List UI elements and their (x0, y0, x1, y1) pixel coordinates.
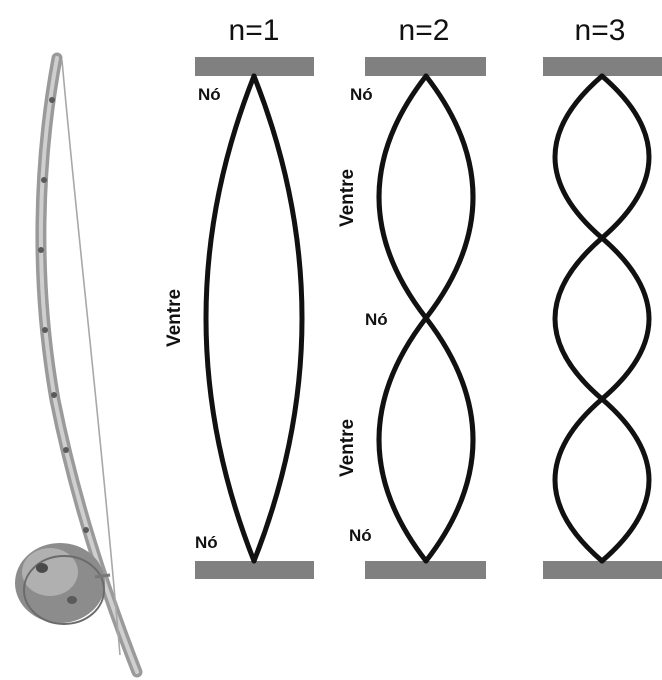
ventre-label-n2-top: Ventre (337, 169, 358, 227)
wave-n2-b (379, 76, 473, 561)
node-label-n2-bottom: Nó (349, 526, 372, 545)
mode-title-n3: n=3 (575, 14, 626, 47)
berimbau-icon (15, 58, 137, 672)
node-label-n1-top: Nó (198, 85, 221, 104)
node-label-n1-bottom: Nó (195, 533, 218, 552)
node-label-n2-top: Nó (350, 85, 373, 104)
node-label-n2-middle: Nó (365, 310, 388, 329)
support-bottom-n2 (365, 561, 486, 579)
support-top-n3 (543, 57, 662, 76)
ventre-label-n2-bottom: Ventre (337, 419, 358, 477)
ventre-label-n1: Ventre (164, 289, 185, 347)
mode-title-n1: n=1 (229, 14, 280, 47)
wave-n1-right (254, 76, 302, 561)
wave-n3-b (555, 76, 649, 561)
mode-title-n2: n=2 (399, 14, 450, 47)
support-bottom-n3 (543, 561, 662, 579)
wave-n3-a (555, 76, 649, 561)
support-top-n2 (365, 57, 486, 76)
support-bottom-n1 (195, 561, 314, 579)
wave-n1-left (206, 76, 254, 561)
support-top-n1 (195, 57, 314, 76)
